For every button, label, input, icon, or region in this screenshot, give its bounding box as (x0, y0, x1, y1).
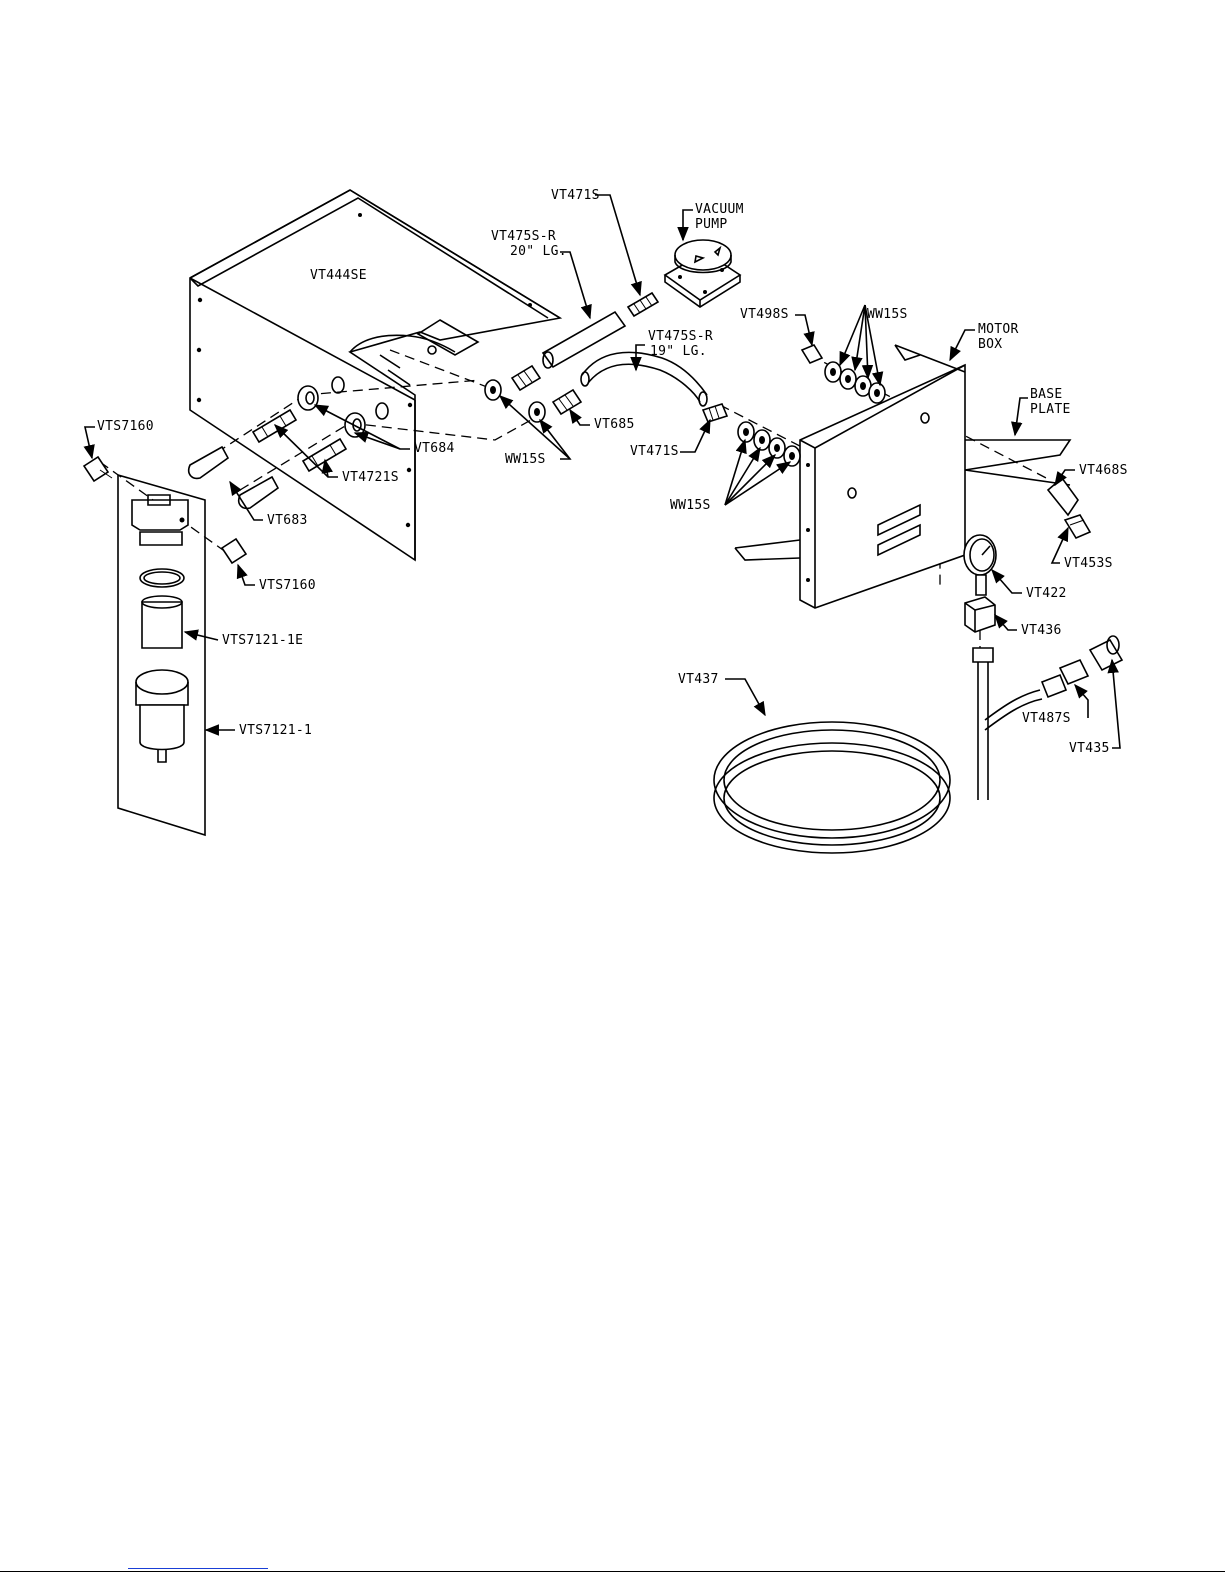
label-vacuum-pump-line2: PUMP (695, 217, 728, 232)
label-ww15s-mid: WW15S (505, 452, 546, 467)
label-base-plate-line1: BASE (1030, 387, 1063, 402)
fitting-vts7160-top (84, 457, 112, 481)
label-motor-box-line2: BOX (978, 337, 1002, 352)
label-vt435: VT435 (1069, 741, 1110, 756)
label-ww15s-right: WW15S (670, 498, 711, 513)
fitting-vt471s-mid (703, 404, 727, 422)
elbow-vt468s (1048, 478, 1078, 515)
label-vt498s: VT498S (740, 307, 789, 322)
label-vt475s-r-20-line1: VT475S-R (491, 229, 556, 244)
fitting-vts7160-bottom (222, 539, 246, 563)
filter-assembly-vts7121-1 (118, 475, 205, 835)
fitting-vt471s-top (628, 293, 658, 316)
label-vt475s-r-19-line1: VT475S-R (648, 329, 713, 344)
hose-vt475s-r-19 (581, 352, 707, 406)
washers-ww15s-mid (485, 380, 545, 422)
label-vt437: VT437 (678, 672, 719, 687)
label-motor-box-line1: MOTOR (978, 322, 1019, 337)
label-vt683: VT683 (267, 513, 308, 528)
tee-vt436 (965, 597, 995, 632)
hose-vt437 (714, 648, 1042, 853)
coupler-vt435 (1090, 636, 1122, 670)
label-base-plate-line2: PLATE (1030, 402, 1071, 417)
label-vt422: VT422 (1026, 586, 1067, 601)
label-vt475s-r-19-line2: 19" LG. (650, 344, 707, 359)
gauge-vt422 (964, 535, 996, 595)
label-vts7121-1e: VTS7121-1E (222, 633, 303, 648)
footer-link-underline[interactable] (128, 1568, 268, 1569)
label-vt436: VT436 (1021, 623, 1062, 638)
label-vt444se: VT444SE (310, 268, 367, 283)
label-ww15s-top: WW15S (867, 307, 908, 322)
footer-rule (0, 1571, 1225, 1572)
label-vts7121-1: VTS7121-1 (239, 723, 312, 738)
label-vt468s: VT468S (1079, 463, 1128, 478)
label-vt475s-r-20-line2: 20" LG. (510, 244, 567, 259)
label-vt487s: VT487S (1022, 711, 1071, 726)
label-vt4721s: VT4721S (342, 470, 399, 485)
label-vt453s: VT453S (1064, 556, 1113, 571)
label-vt471s-top: VT471S (551, 188, 600, 203)
fitting-vt685 (512, 366, 581, 414)
label-vts7160-top: VTS7160 (97, 419, 154, 434)
valve-vt453s (1065, 515, 1090, 538)
fitting-vt498s (802, 345, 822, 363)
vacuum-pump (665, 240, 740, 307)
tube-vt475s-r-20 (543, 312, 625, 368)
label-vt685: VT685 (594, 417, 635, 432)
washers-ww15s-right (738, 422, 800, 466)
label-vts7160-bottom: VTS7160 (259, 578, 316, 593)
label-vt471s-mid: VT471S (630, 444, 679, 459)
label-vt684: VT684 (414, 441, 455, 456)
label-vacuum-pump-line1: VACUUM (695, 202, 744, 217)
